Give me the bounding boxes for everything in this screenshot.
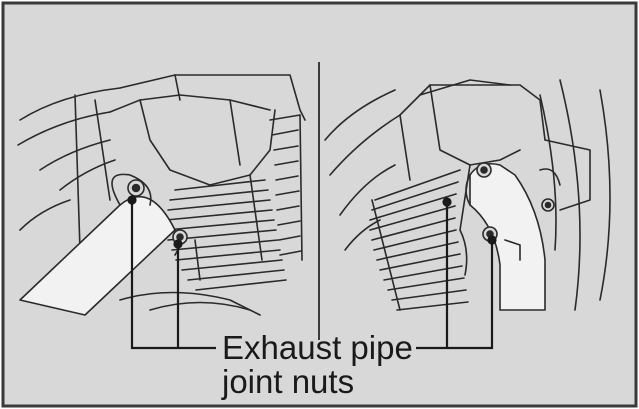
left-joint-nut-upper [127,179,145,197]
callout-label-line2: joint nuts [222,363,355,400]
callout-label-line1: Exhaust pipe [222,329,413,366]
callout-leaders [127,195,497,350]
left-engine-view [17,74,306,316]
right-joint-nut-upper [476,162,492,178]
right-cylinder-fins [369,169,469,311]
right-engine-view [324,79,611,311]
left-cylinder-fins [165,114,303,291]
